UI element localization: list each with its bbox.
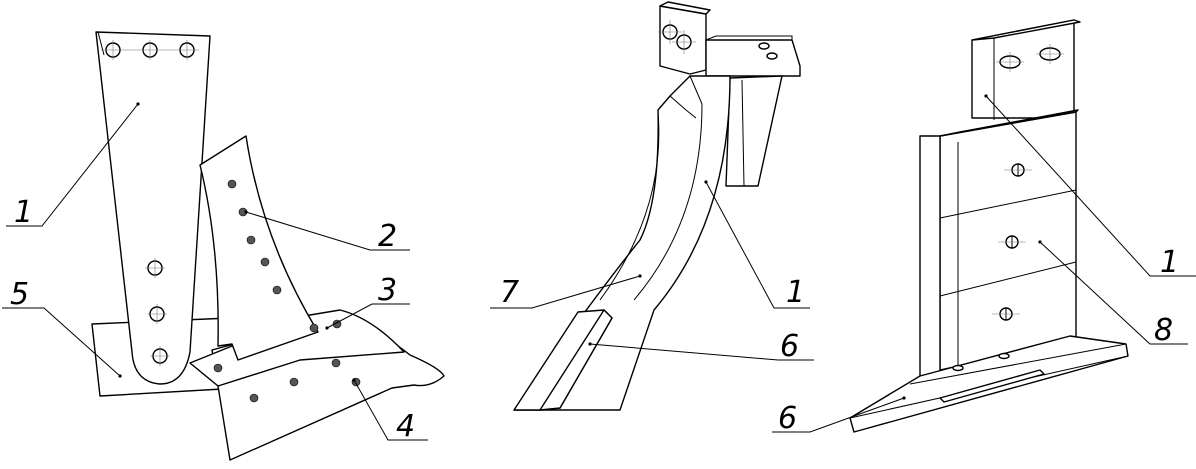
part-1-standard — [971, 19, 1075, 119]
label-left-1: 1 — [14, 195, 33, 230]
label-left-4: 4 — [396, 409, 415, 444]
figure-left-plow-assembly: 1 2 3 4 5 — [2, 31, 445, 461]
label-right-1: 1 — [1160, 245, 1179, 280]
figure-middle-subsoiler: 7 1 6 — [490, 1, 814, 411]
bolts — [992, 163, 1032, 321]
rear-rib — [725, 75, 783, 187]
label-left-3: 3 — [378, 273, 397, 308]
label-right-6: 6 — [778, 401, 797, 436]
bracket-plate — [705, 39, 801, 77]
figure-right-assembly: 1 8 6 — [772, 19, 1196, 436]
label-middle-7: 7 — [500, 275, 519, 310]
part-1-standard — [95, 31, 211, 385]
part-3-wing — [189, 309, 405, 387]
part-2-mouldboard — [199, 135, 319, 361]
standard-holes — [101, 40, 199, 366]
label-right-8: 8 — [1154, 313, 1173, 348]
label-middle-1: 1 — [786, 275, 805, 310]
label-left-5: 5 — [10, 277, 29, 312]
label-middle-6: 6 — [780, 329, 799, 364]
label-left-2: 2 — [378, 219, 397, 254]
